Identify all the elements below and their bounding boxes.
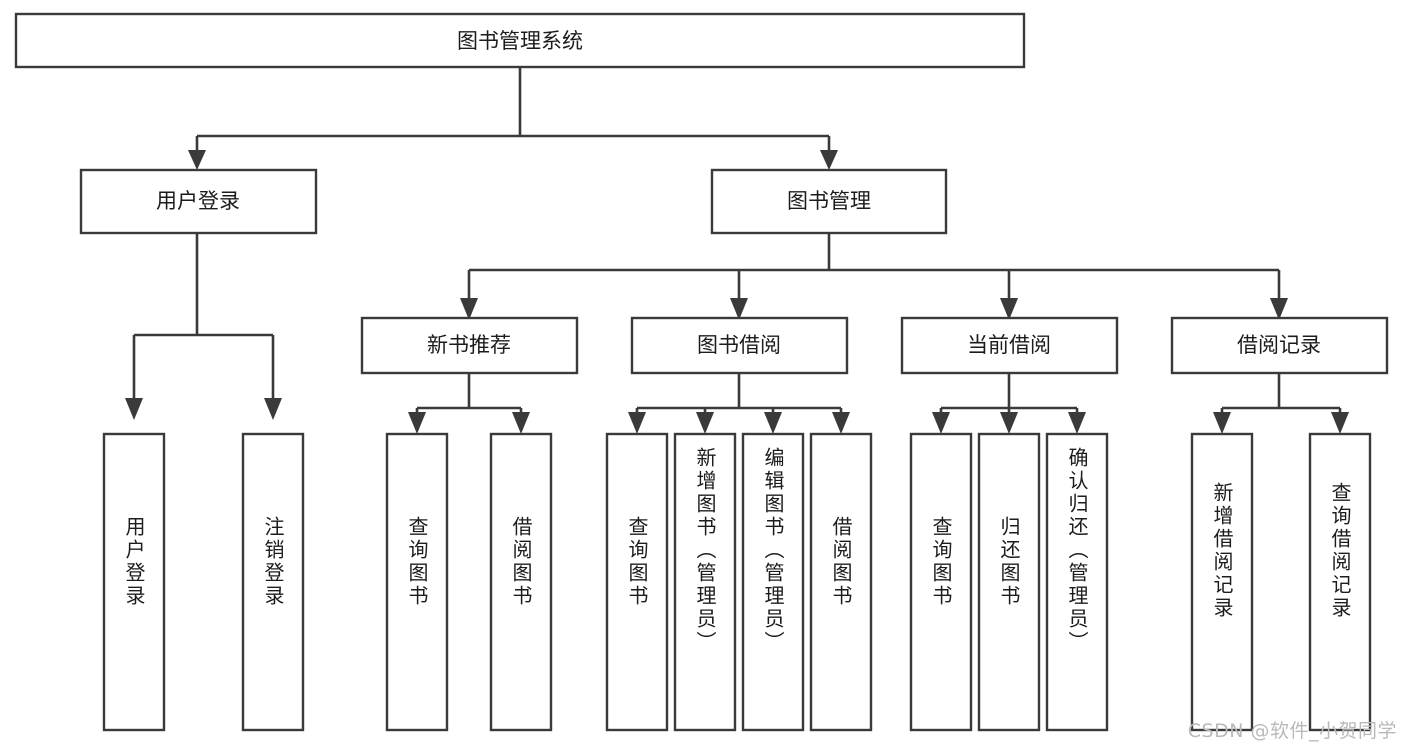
arrow-book-borrow-leaf-4 xyxy=(832,412,850,434)
arrow-book-borrow-leaf-1 xyxy=(628,412,646,434)
node-book-management-label: 图书管理 xyxy=(787,189,871,213)
arrow-to-borrow-record xyxy=(1270,298,1288,320)
leaf-box-borrow-book[interactable] xyxy=(809,432,873,732)
leaf-box-edit-book-admin[interactable] xyxy=(741,432,805,732)
arrow-to-leaf-user-login xyxy=(125,398,143,420)
arrow-to-book-borrow xyxy=(730,298,748,320)
arrow-to-current-borrow xyxy=(1000,298,1018,320)
node-borrow-record-label: 借阅记录 xyxy=(1237,333,1321,357)
arrow-to-leaf-logout xyxy=(264,398,282,420)
node-root[interactable]: 图书管理系统 xyxy=(14,12,1026,69)
leaf-box-logout[interactable] xyxy=(241,432,305,732)
node-book-borrow[interactable]: 图书借阅 xyxy=(630,316,849,375)
arrow-new-book-leaf-2 xyxy=(512,412,530,434)
node-new-book-recommend[interactable]: 新书推荐 xyxy=(360,316,579,375)
arrow-current-borrow-leaf-3 xyxy=(1068,412,1086,434)
node-book-management[interactable]: 图书管理 xyxy=(710,168,948,235)
leaf-box-query-book-recommend[interactable] xyxy=(385,432,449,732)
arrow-book-borrow-leaf-3 xyxy=(764,412,782,434)
node-user-login[interactable]: 用户登录 xyxy=(79,168,318,235)
leaf-box-query-book-borrow[interactable] xyxy=(605,432,669,732)
arrow-current-borrow-leaf-1 xyxy=(932,412,950,434)
arrow-current-borrow-leaf-2 xyxy=(1000,412,1018,434)
leaf-box-return-book[interactable] xyxy=(977,432,1041,732)
node-current-borrow-box[interactable] xyxy=(900,316,1119,375)
leaf-box-query-borrow-record[interactable] xyxy=(1308,432,1372,732)
node-book-management-box[interactable] xyxy=(710,168,948,235)
arrow-borrow-record-leaf-2 xyxy=(1331,412,1349,434)
node-user-login-box[interactable] xyxy=(79,168,318,235)
leaf-box-add-borrow-record[interactable] xyxy=(1190,432,1254,732)
node-book-borrow-box[interactable] xyxy=(630,316,849,375)
arrow-to-user-login xyxy=(188,150,206,170)
connector-group xyxy=(125,67,1349,434)
leaf-box-query-book-current[interactable] xyxy=(909,432,973,732)
leaf-box-borrow-book-recommend[interactable] xyxy=(489,432,553,732)
arrow-book-borrow-leaf-2 xyxy=(696,412,714,434)
node-book-borrow-label: 图书借阅 xyxy=(697,333,781,357)
node-current-borrow[interactable]: 当前借阅 xyxy=(900,316,1119,375)
node-borrow-record-box[interactable] xyxy=(1170,316,1389,375)
leaf-box-confirm-return-admin[interactable] xyxy=(1045,432,1109,732)
node-current-borrow-label: 当前借阅 xyxy=(967,333,1051,357)
leaf-box-add-book-admin[interactable] xyxy=(673,432,737,732)
arrow-to-new-book xyxy=(460,298,478,320)
arrow-new-book-leaf-1 xyxy=(408,412,426,434)
node-new-book-recommend-label: 新书推荐 xyxy=(427,333,511,357)
leaf-box-user-login[interactable] xyxy=(102,432,166,732)
node-borrow-record[interactable]: 借阅记录 xyxy=(1170,316,1389,375)
arrow-borrow-record-leaf-1 xyxy=(1213,412,1231,434)
node-user-login-label: 用户登录 xyxy=(156,189,240,213)
node-root-box[interactable] xyxy=(14,12,1026,69)
arrow-to-book-mgmt xyxy=(820,150,838,170)
node-new-book-recommend-box[interactable] xyxy=(360,316,579,375)
node-root-label: 图书管理系统 xyxy=(457,29,583,53)
